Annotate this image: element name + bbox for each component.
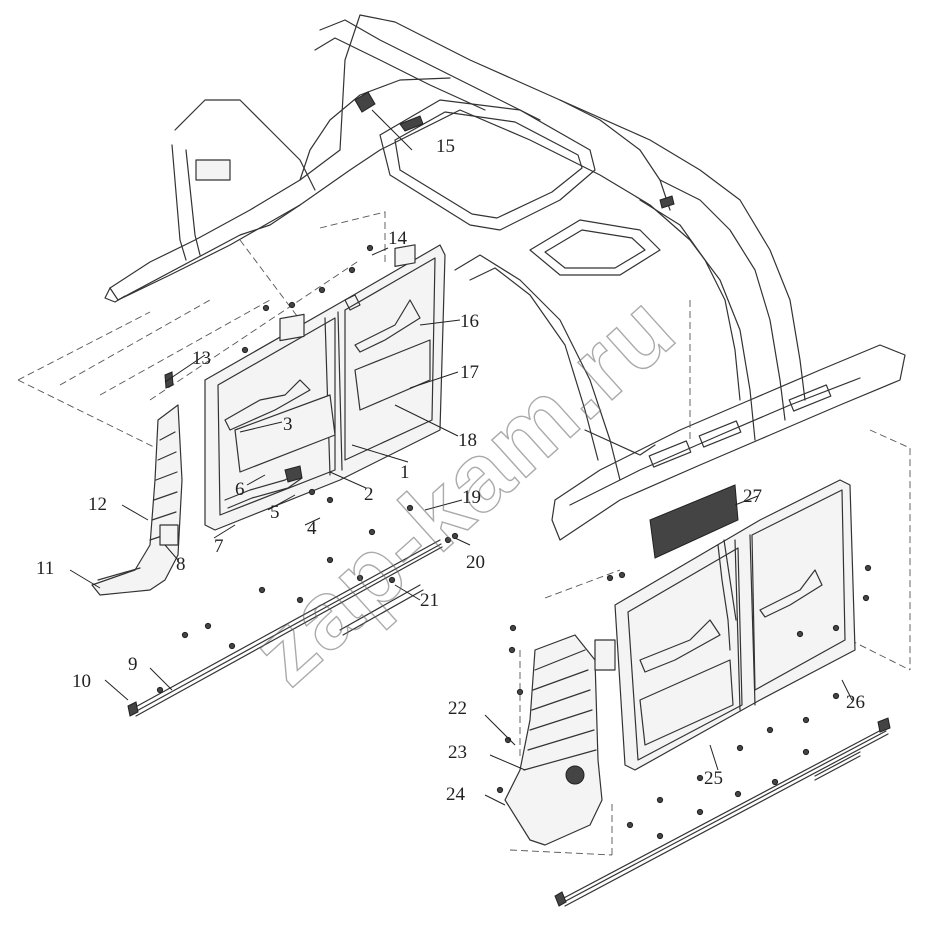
callout-18: 18 (458, 430, 477, 451)
fastener-42 (771, 778, 779, 786)
fastener-17 (228, 642, 236, 650)
fastener-35 (696, 774, 704, 782)
fastener-16 (204, 622, 212, 630)
fastener-27 (796, 630, 804, 638)
fastener-9 (406, 504, 414, 512)
fasteners (156, 244, 872, 840)
fastener-15 (296, 596, 304, 604)
fastener-8 (326, 496, 334, 504)
fastener-1 (241, 346, 249, 354)
fastener-3 (288, 301, 296, 309)
callout-3: 3 (283, 414, 293, 435)
callout-26: 26 (846, 692, 865, 713)
fastener-31 (832, 692, 840, 700)
fastener-24 (516, 688, 524, 696)
fastener-29 (864, 564, 872, 572)
left-sill-strip (127, 539, 443, 717)
fastener-38 (656, 832, 664, 840)
fastener-34 (736, 744, 744, 752)
fastener-33 (766, 726, 774, 734)
fastener-19 (156, 686, 164, 694)
right-sill-strip (554, 717, 891, 907)
callout-9: 9 (128, 654, 138, 675)
callout-labels: 1 2 3 4 5 6 7 8 9 10 11 12 13 14 15 16 1… (36, 136, 865, 805)
fastener-11 (326, 556, 334, 564)
callout-20: 20 (466, 552, 485, 573)
fastener-23 (508, 646, 516, 654)
fastener-26 (496, 786, 504, 794)
fastener-12 (356, 574, 364, 582)
fastener-10 (368, 528, 376, 536)
body-frame (104, 14, 906, 541)
callout-27: 27 (743, 486, 762, 507)
callout-12: 12 (88, 494, 107, 515)
callout-10: 10 (72, 671, 91, 692)
left-pillar-trim (91, 371, 183, 596)
callout-13: 13 (192, 348, 211, 369)
callout-16: 16 (460, 311, 479, 332)
leader-lines (69, 109, 853, 806)
fastener-28 (832, 624, 840, 632)
fastener-36 (656, 796, 664, 804)
callout-2: 2 (364, 484, 374, 505)
fastener-22 (509, 624, 517, 632)
fastener-30 (862, 594, 870, 602)
callout-22: 22 (448, 698, 467, 719)
fastener-44 (618, 571, 626, 579)
callout-14: 14 (388, 228, 408, 249)
fastener-14 (258, 586, 266, 594)
fastener-7 (308, 488, 316, 496)
callout-8: 8 (176, 554, 186, 575)
fastener-2 (262, 304, 270, 312)
callout-21: 21 (420, 590, 439, 611)
fastener-20 (444, 536, 452, 544)
fastener-32 (802, 716, 810, 724)
callout-6: 6 (235, 479, 245, 500)
fastener-13 (388, 576, 396, 584)
fastener-41 (802, 748, 810, 756)
callout-19: 19 (462, 487, 481, 508)
callout-17: 17 (460, 362, 479, 383)
callout-23: 23 (448, 742, 467, 763)
fastener-39 (696, 808, 704, 816)
fastener-4 (318, 286, 326, 294)
right-pillar-trim (504, 634, 616, 846)
right-door-trim-panel (614, 479, 856, 771)
callout-15: 15 (436, 136, 455, 157)
callout-7: 7 (214, 536, 224, 557)
callout-11: 11 (36, 558, 54, 579)
fastener-37 (626, 821, 634, 829)
callout-5: 5 (270, 502, 280, 523)
callout-4: 4 (307, 518, 317, 539)
callout-25: 25 (704, 768, 723, 789)
fastener-40 (734, 790, 742, 798)
fastener-5 (348, 266, 356, 274)
left-door-trim-panel (204, 244, 446, 531)
fastener-18 (181, 631, 189, 639)
fastener-6 (366, 244, 374, 252)
callout-1: 1 (400, 462, 410, 483)
fastener-43 (606, 574, 614, 582)
fastener-21 (451, 532, 459, 540)
callout-24: 24 (446, 784, 466, 805)
